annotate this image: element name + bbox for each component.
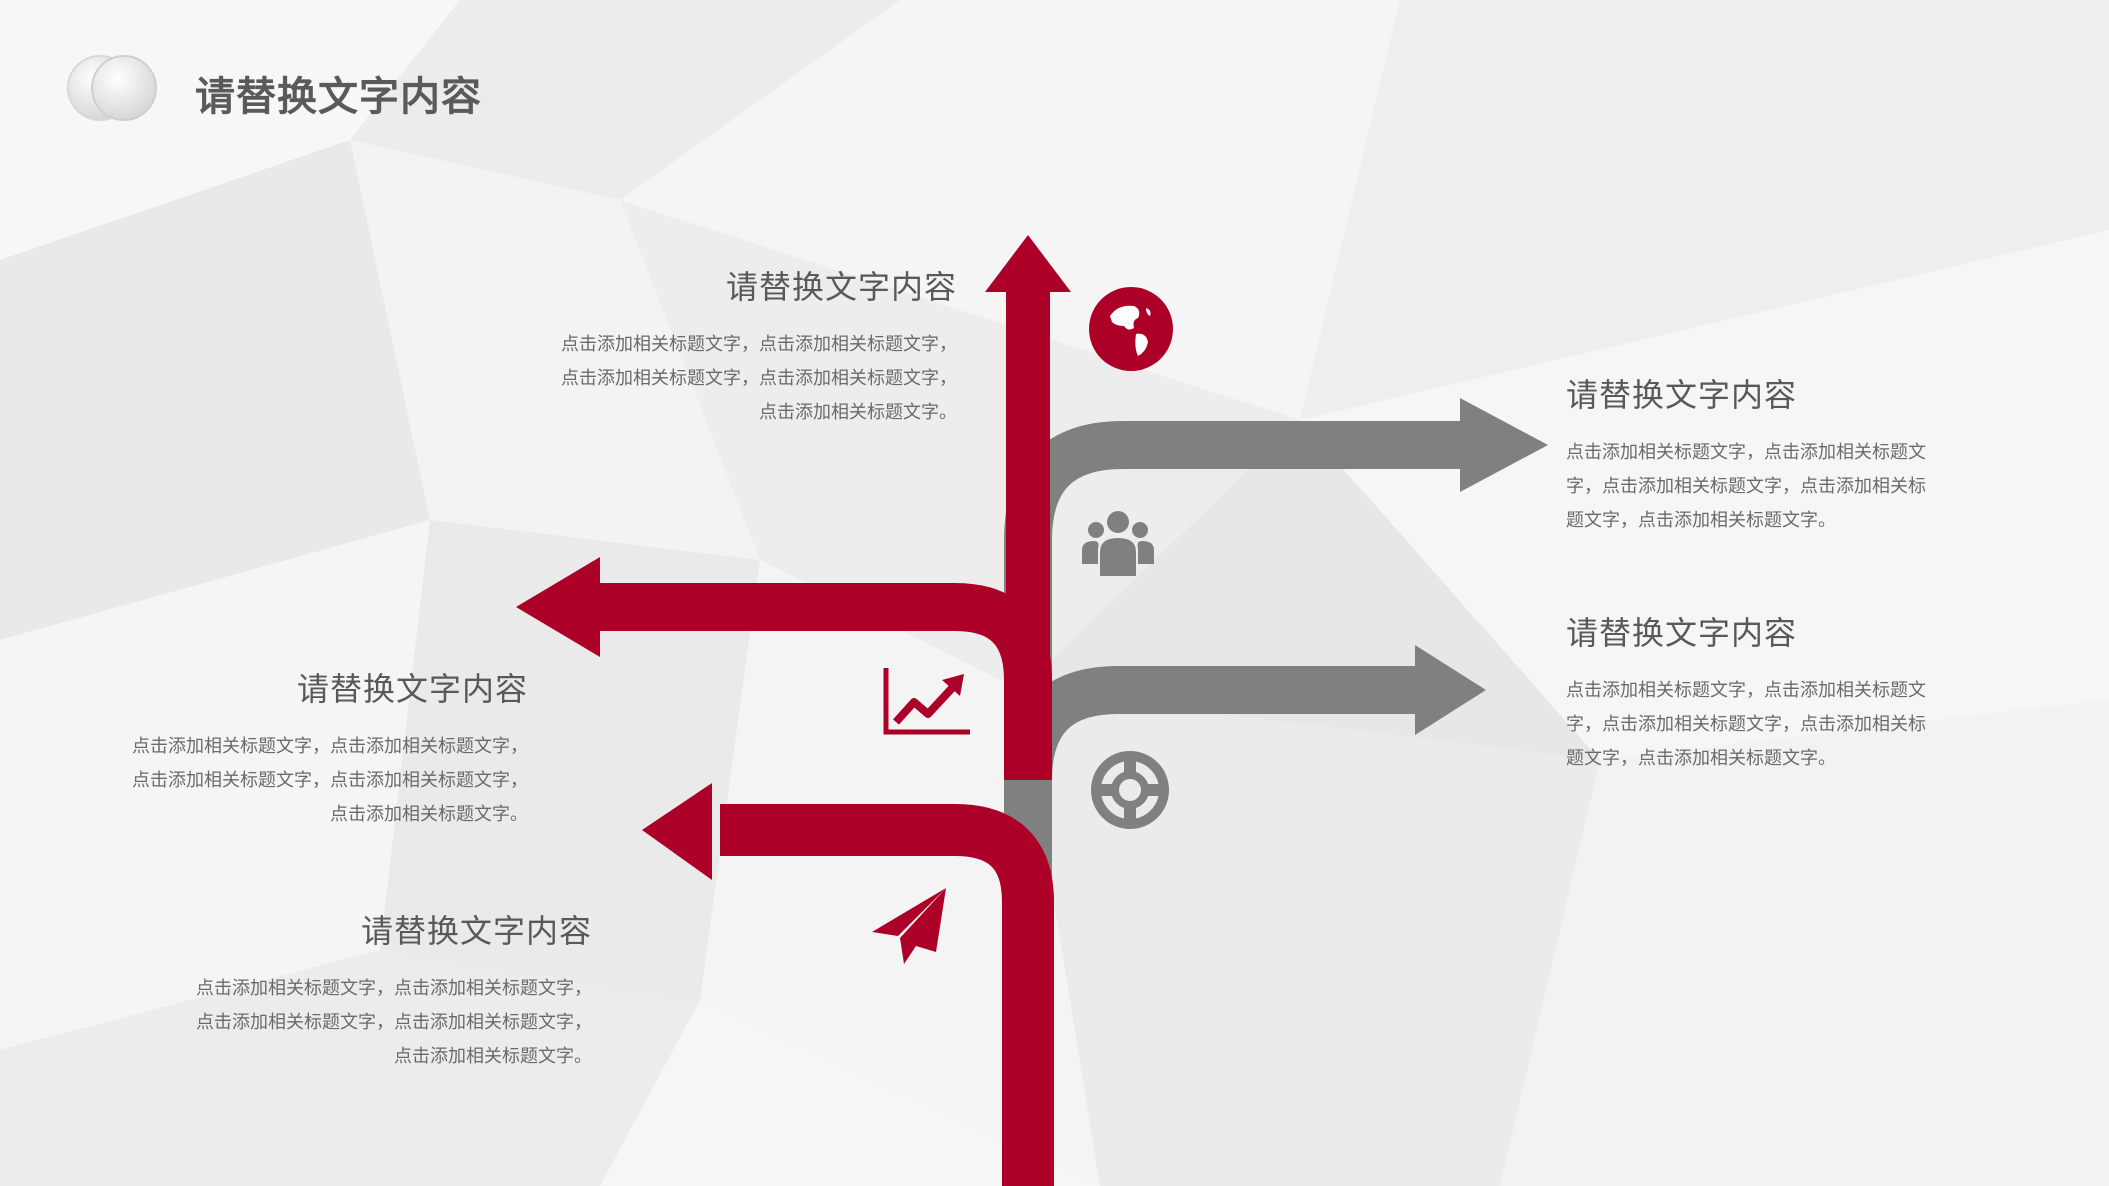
arrow-up-head	[985, 235, 1071, 292]
arrow-left-upper	[590, 583, 1052, 780]
line-chart-icon	[883, 668, 970, 735]
block-title: 请替换文字内容	[1566, 376, 1798, 414]
text-block-1: 请替换文字内容 点击添加相关标题文字，点击添加相关标题文字，点击添加相关标题文字…	[557, 262, 957, 430]
block-body: 点击添加相关标题文字，点击添加相关标题文字，点击添加相关标题文字，点击添加相关标…	[1566, 442, 1926, 531]
arrow-left-lower-head	[642, 783, 712, 880]
block-title: 请替换文字内容	[725, 268, 957, 306]
block-body: 点击添加相关标题文字，点击添加相关标题文字，点击添加相关标题文字，点击添加相关标…	[561, 334, 957, 423]
block-title: 请替换文字内容	[296, 670, 528, 708]
block-body: 点击添加相关标题文字，点击添加相关标题文字，点击添加相关标题文字，点击添加相关标…	[1566, 680, 1926, 769]
lifebuoy-icon	[1091, 751, 1169, 829]
block-title: 请替换文字内容	[1566, 614, 1798, 652]
text-block-5: 请替换文字内容 点击添加相关标题文字，点击添加相关标题文字，点击添加相关标题文字…	[192, 906, 592, 1074]
block-title: 请替换文字内容	[360, 912, 592, 950]
text-block-3: 请替换文字内容 点击添加相关标题文字，点击添加相关标题文字，点击添加相关标题文字…	[128, 664, 528, 832]
block-body: 点击添加相关标题文字，点击添加相关标题文字，点击添加相关标题文字，点击添加相关标…	[196, 978, 592, 1067]
arrow-right-lower	[1004, 666, 1420, 1040]
users-icon	[1082, 511, 1154, 576]
arrow-right-upper-head	[1460, 398, 1548, 492]
arrow-left-upper-head	[516, 557, 600, 657]
text-block-4: 请替换文字内容 点击添加相关标题文字，点击添加相关标题文字，点击添加相关标题文字…	[1566, 608, 1926, 776]
logo-circles	[67, 55, 157, 121]
globe-icon	[1089, 287, 1173, 371]
arrow-left-lower	[720, 804, 1054, 1186]
page-title: 请替换文字内容	[195, 74, 482, 120]
paper-plane-icon	[872, 888, 946, 964]
arrow-right-lower-head	[1415, 645, 1486, 735]
block-body: 点击添加相关标题文字，点击添加相关标题文字，点击添加相关标题文字，点击添加相关标…	[132, 736, 528, 825]
text-block-2: 请替换文字内容 点击添加相关标题文字，点击添加相关标题文字，点击添加相关标题文字…	[1566, 370, 1926, 538]
